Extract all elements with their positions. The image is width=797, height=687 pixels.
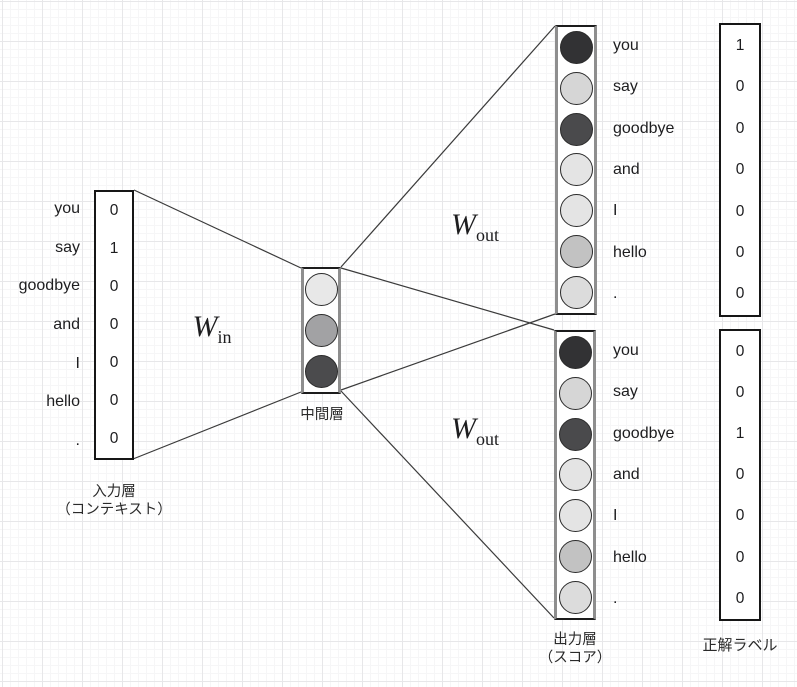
hidden-neuron-circle [304,273,338,306]
answer-vector-cell: 1 [735,425,745,443]
answer-vector-cell: 0 [735,383,745,401]
output-layer-label-line1: 出力層 [553,632,597,648]
w-in-label: Win [176,310,248,347]
output-neuron-circle [559,235,593,269]
w-out-top-subscript: out [475,225,499,245]
input-vector-cell: 0 [109,202,119,220]
answer-vector-top-box: 1 0 0 0 0 0 0 [719,23,761,317]
output-neuron-circle [558,499,592,533]
answer-vector-cell: 0 [735,507,745,525]
w-in-subscript: in [217,327,232,347]
answer-vector-cell: 1 [735,36,745,54]
answer-vector-cell: 0 [735,548,745,566]
output-word: and [613,465,640,483]
input-word: say [55,238,80,256]
input-layer-label-line2: （コンテキスト） [56,502,172,519]
w-in-symbol: W [192,310,218,343]
output-layer-label: 出力層 （スコア） [513,631,637,667]
output-neuron-circle [559,71,593,105]
output-word: . [613,590,618,608]
output-word: hello [613,548,647,566]
output-neuron-circle [558,417,592,451]
output-neuron-circle [559,275,593,309]
output-neuron-circle [559,153,593,187]
answer-label: 正解ラベル [702,637,778,654]
output-word: you [613,341,639,359]
output-layer-top-box [555,25,597,315]
output-word: hello [613,243,647,261]
hidden-neuron-circle [304,314,338,347]
w-out-top-label: Wout [430,208,520,245]
answer-vector-cell: 0 [735,285,745,303]
input-word: and [53,315,80,333]
output-word: goodbye [613,119,675,137]
input-vector-cell: 0 [109,392,119,410]
w-out-top-symbol: W [450,208,476,241]
output-word: say [613,78,638,96]
output-neuron-circle [559,112,593,146]
output-neuron-circle [558,376,592,410]
output-word: goodbye [613,424,675,442]
input-word: goodbye [18,277,80,295]
input-word: I [75,354,80,372]
answer-vector-cell: 0 [735,589,745,607]
answer-vector-cell: 0 [735,202,745,220]
input-layer-label-line1: 入力層 [92,484,136,500]
hidden-layer-box [301,267,341,394]
output-neuron-circle [558,458,592,492]
answer-vector-bottom-box: 0 0 1 0 0 0 0 [719,329,761,621]
output-layer-label-line2: （スコア） [538,650,612,667]
w-out-bottom-symbol: W [450,412,476,445]
input-layer-label: 入力層 （コンテキスト） [14,483,214,519]
output-neuron-circle [558,580,592,614]
answer-vector-cell: 0 [735,244,745,262]
answer-vector-cell: 0 [735,161,745,179]
output-word: I [613,507,618,525]
input-vector-cell: 0 [109,278,119,296]
answer-vector-cell: 0 [735,78,745,96]
input-word: hello [46,393,80,411]
w-out-bottom-subscript: out [475,429,499,449]
hidden-neuron-circle [304,355,338,388]
output-word: and [613,160,640,178]
hidden-layer-label: 中間層 [300,407,344,423]
output-word: . [613,285,618,303]
output-neuron-circle [559,194,593,228]
input-vector-cell: 1 [109,240,119,258]
output-word: I [613,202,618,220]
output-neuron-circle [558,540,592,574]
output-word: say [613,383,638,401]
output-neuron-circle [558,335,592,369]
output-layer-bottom-box [554,330,596,620]
wire-input-to-hidden-top [133,189,302,269]
input-vector-cell: 0 [109,354,119,372]
output-word: you [613,36,639,54]
w-out-bottom-label: Wout [430,412,520,449]
wire-input-to-hidden-bottom [132,391,302,460]
answer-vector-cell: 0 [735,342,745,360]
input-word: . [75,431,80,449]
output-neuron-circle [559,30,593,64]
answer-vector-cell: 0 [735,466,745,484]
input-vector-box: 0 1 0 0 0 0 0 [94,190,134,460]
answer-vector-cell: 0 [735,119,745,137]
wire-hidden-to-output1-bottom [340,313,556,391]
input-word: you [54,200,80,218]
input-vector-cell: 0 [109,316,119,334]
wire-hidden-to-output2-top [340,267,555,331]
input-vector-cell: 0 [109,430,119,448]
